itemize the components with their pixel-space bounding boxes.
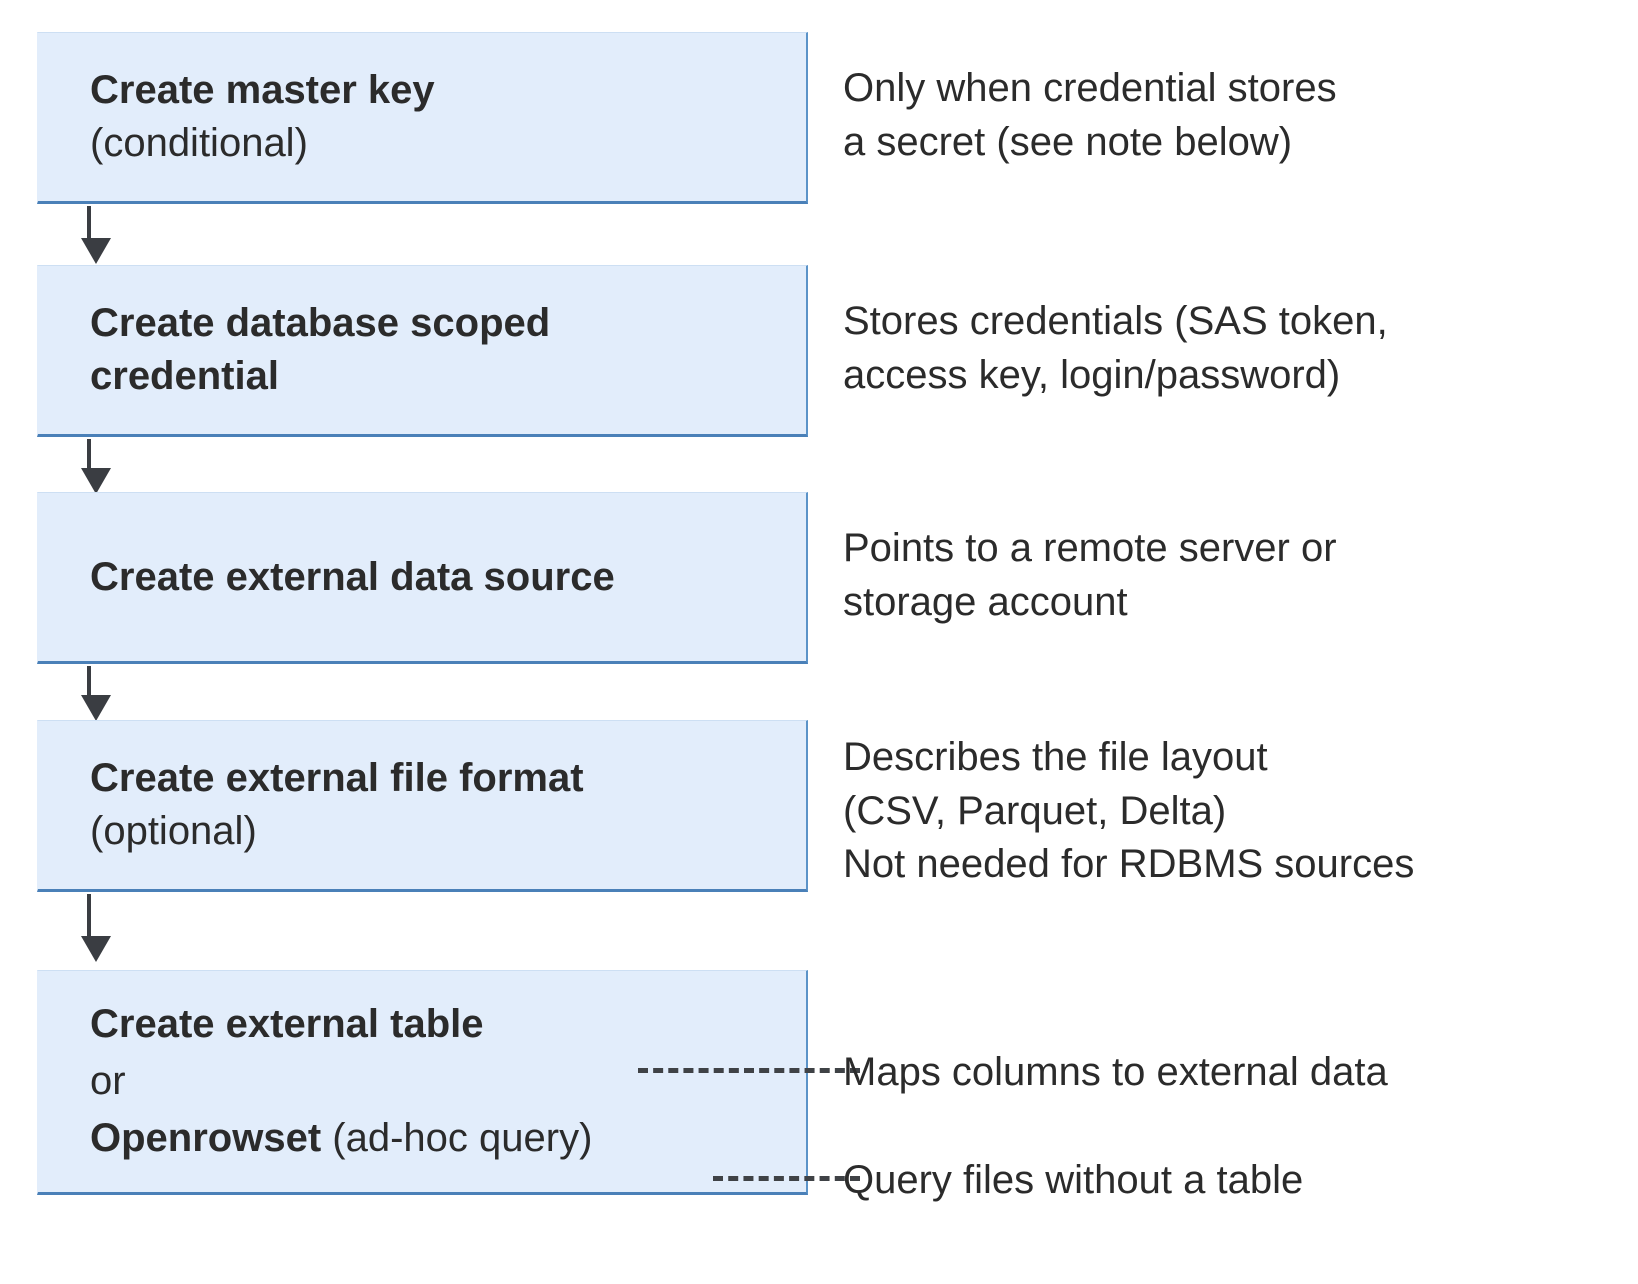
arrow-down-icon xyxy=(81,666,111,721)
step-line-openrowset: Openrowset (ad-hoc query) xyxy=(90,1110,806,1167)
step-line: Create external file format xyxy=(90,756,584,801)
annotation-line: Stores credentials (SAS token, xyxy=(843,299,1388,343)
step-label-create-external-data-source: Create external data source xyxy=(38,551,806,604)
annotation-line: a secret (see note below) xyxy=(843,119,1293,164)
step-line: (conditional) xyxy=(90,121,308,165)
step-label-create-master-key: Create master key (conditional) xyxy=(38,64,806,170)
arrow-down-icon xyxy=(81,894,111,966)
step-line: Create master key xyxy=(90,68,435,113)
arrow-down-icon xyxy=(81,206,111,264)
annotation-line: Maps columns to external data xyxy=(843,1050,1388,1094)
arrow-down-icon xyxy=(81,439,111,494)
annotation-line: Not needed for RDBMS sources xyxy=(843,842,1415,887)
dashed-connector-openrowset xyxy=(713,1176,860,1181)
step-label-create-database-scoped-credential: Create database scoped credential xyxy=(38,297,806,403)
annotation-openrowset: Query files without a table xyxy=(843,1154,1303,1208)
annotation-create-master-key: Only when credential stores a secret (se… xyxy=(843,62,1337,169)
annotation-line: (CSV, Parquet, Delta) xyxy=(843,788,1227,833)
openrowset-suffix: (ad-hoc query) xyxy=(321,1115,593,1160)
annotation-create-external-data-source: Points to a remote server or storage acc… xyxy=(843,522,1337,629)
annotation-line: Only when credential stores xyxy=(843,66,1337,110)
step-label-create-external-file-format: Create external file format (optional) xyxy=(38,752,806,858)
annotation-line: Points to a remote server or xyxy=(843,526,1337,570)
step-line-or: or xyxy=(90,1059,126,1104)
annotation-line: Describes the file layout xyxy=(843,735,1268,779)
step-box-create-database-scoped-credential[interactable]: Create database scoped credential xyxy=(37,265,808,437)
openrowset-keyword: Openrowset xyxy=(90,1115,322,1160)
annotation-line: storage account xyxy=(843,579,1128,624)
step-line-create-external-table: Create external table xyxy=(90,1002,484,1047)
step-line: Create external data source xyxy=(90,554,615,599)
step-box-create-external-data-source[interactable]: Create external data source xyxy=(37,492,808,664)
step-box-create-external-file-format[interactable]: Create external file format (optional) xyxy=(37,720,808,892)
annotation-create-external-file-format: Describes the file layout (CSV, Parquet,… xyxy=(843,731,1414,892)
annotation-create-database-scoped-credential: Stores credentials (SAS token, access ke… xyxy=(843,295,1388,402)
dashed-connector-external-table xyxy=(638,1068,860,1073)
annotation-create-external-table: Maps columns to external data xyxy=(843,1046,1388,1100)
annotation-line: access key, login/password) xyxy=(843,352,1341,397)
step-line: (optional) xyxy=(90,809,257,853)
annotation-line: Query files without a table xyxy=(843,1158,1304,1202)
step-line: Create database scoped xyxy=(90,301,551,346)
step-label-create-external-table-or-openrowset: Create external table or Openrowset (ad-… xyxy=(38,996,806,1166)
step-line: credential xyxy=(90,354,279,398)
step-box-create-master-key[interactable]: Create master key (conditional) xyxy=(37,32,808,204)
step-box-create-external-table-or-openrowset[interactable]: Create external table or Openrowset (ad-… xyxy=(37,970,808,1195)
